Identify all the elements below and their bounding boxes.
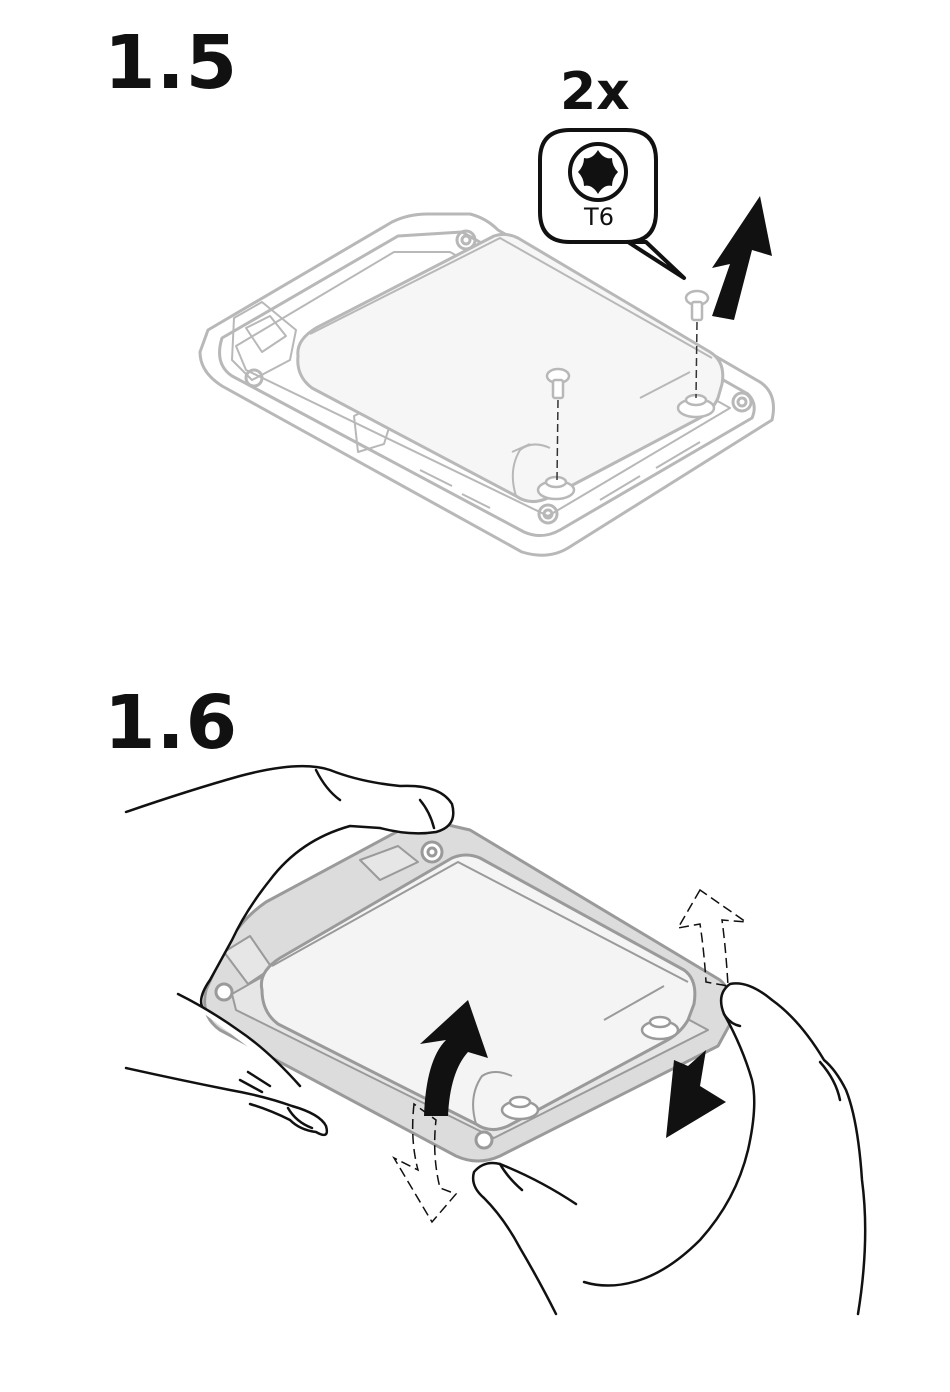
arrow-down-icon	[666, 1050, 726, 1138]
